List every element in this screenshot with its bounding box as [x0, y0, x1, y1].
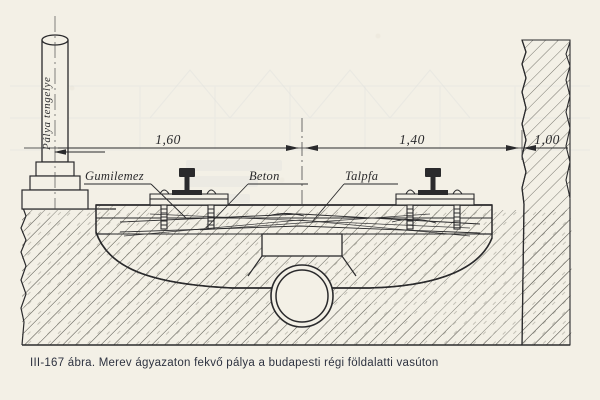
drain-block — [261, 233, 343, 257]
dimension-line: 1,60 1,40 1,00 — [24, 118, 568, 205]
track-axis-label: Pálya tengelye — [41, 77, 53, 151]
callout-talpfa: Talpfa — [311, 169, 398, 223]
figure-caption: III-167 ábra. Merev ágyazaton fekvő pály… — [30, 357, 439, 369]
leader-strokes — [123, 213, 471, 237]
dimension-value-1: 1,60 — [155, 132, 181, 147]
rail-assembly-right — [395, 168, 475, 230]
label-talpfa: Talpfa — [345, 169, 378, 183]
callout-gumilemez: Gumilemez — [84, 169, 187, 219]
callout-beton: Beton — [205, 169, 308, 229]
drain-pipe-inner — [275, 269, 329, 323]
platform-column: Pálya tengelye — [21, 16, 105, 210]
dimension-value-2: 1,40 — [399, 132, 425, 147]
drain-assembly — [247, 233, 357, 328]
label-gumilemez: Gumilemez — [85, 169, 144, 183]
sleeper-outline — [119, 213, 481, 234]
label-beton: Beton — [249, 169, 280, 183]
dimension-value-3: 1,00 — [534, 132, 560, 147]
